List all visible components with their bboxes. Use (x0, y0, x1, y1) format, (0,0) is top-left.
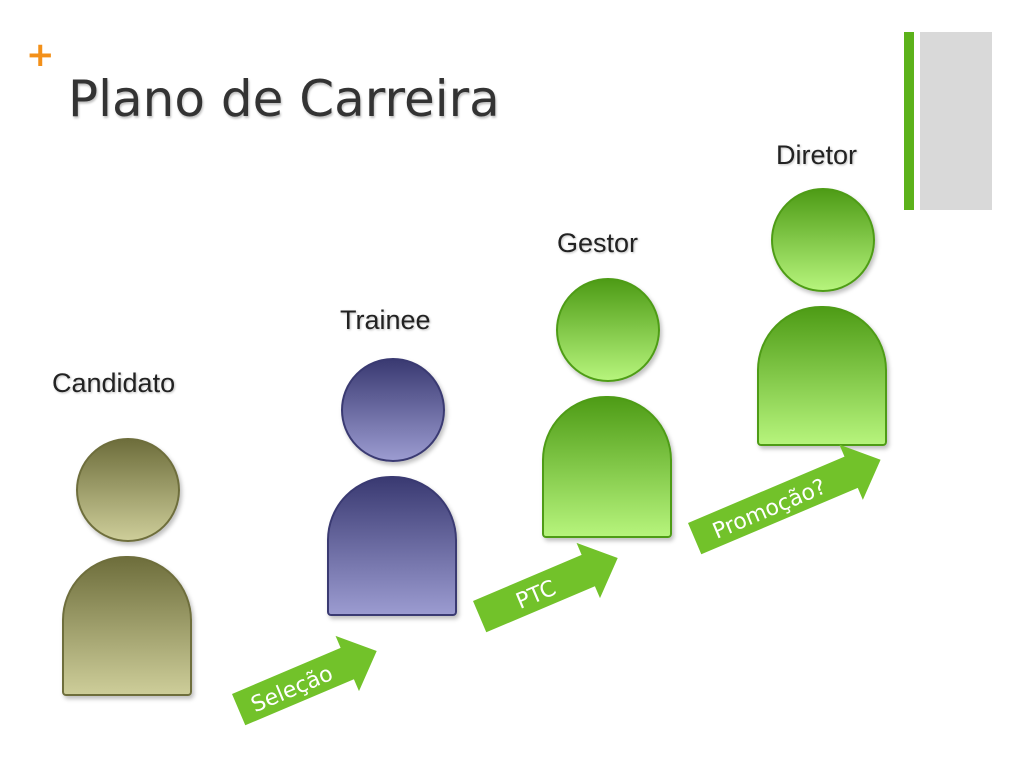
plus-icon: + (26, 35, 55, 75)
person-head (556, 278, 660, 382)
decorative-grey-bar (920, 32, 992, 210)
person-body (62, 556, 192, 696)
arrow-selecao: Seleção (232, 635, 377, 726)
decorative-green-bar (904, 32, 914, 210)
role-label-diretor: Diretor (776, 140, 858, 170)
role-label-candidato: Candidato (52, 368, 176, 398)
person-body (327, 476, 457, 616)
person-head (771, 188, 875, 292)
arrow-promocao: Promoção? (688, 444, 881, 555)
arrow-promocao-shape (688, 444, 881, 555)
person-body (542, 396, 672, 538)
person-head (341, 358, 445, 462)
role-label-trainee: Trainee (340, 305, 431, 335)
slide-title: Plano de Carreira (68, 70, 500, 128)
person-head (76, 438, 180, 542)
arrow-ptc: PTC (473, 542, 618, 633)
person-body (757, 306, 887, 446)
arrow-ptc-shape (473, 542, 618, 633)
role-label-gestor: Gestor (557, 228, 639, 258)
arrow-selecao-shape (232, 635, 377, 726)
